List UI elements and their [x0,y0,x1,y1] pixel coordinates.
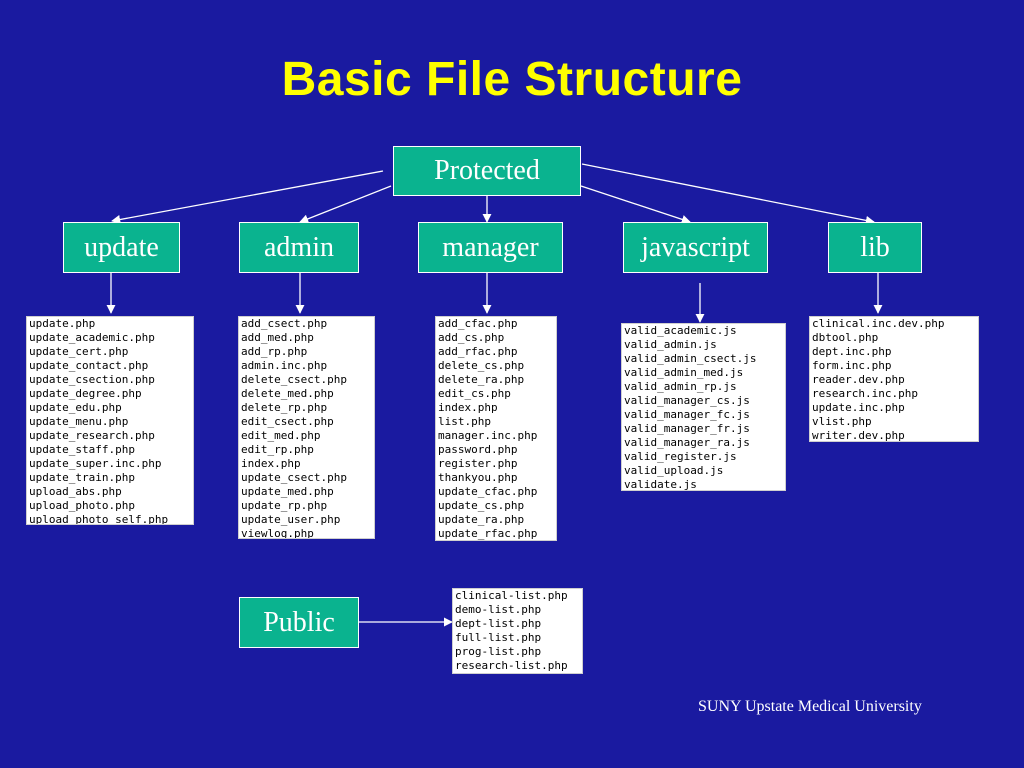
file-item: upload_photo.php [29,499,135,512]
file-item: research.inc.php [812,387,918,400]
file-item: dept.inc.php [812,345,892,358]
file-item: add_rp.php [241,345,308,358]
file-item: update_rfac.php [438,527,538,540]
file-item: update_med.php [241,485,334,498]
file-item: validate.js [624,478,697,491]
file-item: valid_admin_csect.js [624,352,757,365]
file-item: edit_csect.php [241,415,334,428]
file-item: update_research.php [29,429,155,442]
file-item: delete_csect.php [241,373,347,386]
file-item: edit_rp.php [241,443,314,456]
file-item: add_cfac.php [438,317,518,330]
file-item: update_train.php [29,471,135,484]
file-item: update.inc.php [812,401,905,414]
file-item: add_rfac.php [438,345,518,358]
arrow-protected-update [111,170,384,224]
file-item: reader.dev.php [812,373,905,386]
file-item: index.php [241,457,301,470]
file-item: add_cs.php [438,331,505,344]
file-item: update_cfac.php [438,485,538,498]
file-item: update_csect.php [241,471,347,484]
file-item: edit_cs.php [438,387,511,400]
file-item: valid_manager_cs.js [624,394,750,407]
file-item: valid_register.js [624,450,737,463]
file-item: index.php [438,401,498,414]
file-item: thankyou.php [438,471,518,484]
slide-title: Basic File Structure [281,53,743,106]
file-item: vlist.php [812,415,872,428]
file-item: update_menu.php [29,415,129,428]
node-protected: Protected [393,146,581,196]
footer-credit: SUNY Upstate Medical University [698,698,922,715]
file-item: valid_admin_med.js [624,366,744,379]
file-item: viewlog.php [241,527,314,539]
file-item: update_academic.php [29,331,155,344]
file-item: valid_manager_ra.js [624,436,750,449]
file-item: update_contact.php [29,359,149,372]
file-item: valid_admin_rp.js [624,380,737,393]
file-item: update_ra.php [438,513,525,526]
file-item: register.php [438,457,518,470]
file-item: update_edu.php [29,401,122,414]
file-item: update_super.inc.php [29,457,162,470]
file-item: prog-list.php [455,645,542,658]
file-item: dbtool.php [812,331,879,344]
file-item: upload_photo_self.php [29,513,169,525]
node-lib: lib [828,222,922,273]
arrow-protected-javascript [580,185,691,224]
file-item: admin.inc.php [241,359,328,372]
file-item: update_csection.php [29,373,155,386]
file-item: valid_upload.js [624,464,724,477]
file-item: add_csect.php [241,317,328,330]
node-public: Public [239,597,359,648]
file-item: delete_med.php [241,387,334,400]
file-item: upload_abs.php [29,485,122,498]
file-item: form.inc.php [812,359,892,372]
file-item: update_rp.php [241,499,328,512]
file-item: valid_admin.js [624,338,717,351]
file-item: writer.dev.php [812,429,905,442]
node-update: update [63,222,180,273]
file-item: update_staff.php [29,443,135,456]
node-admin: admin [239,222,359,273]
file-item: add_med.php [241,331,314,344]
file-item: valid_manager_fc.js [624,408,750,421]
node-javascript: javascript [623,222,768,273]
arrow-protected-admin [299,185,392,224]
node-manager: manager [418,222,563,273]
file-item: demo-list.php [455,603,542,616]
file-item: update_degree.php [29,387,142,400]
file-item: list.php [438,415,491,428]
file-item: edit_med.php [241,429,321,442]
file-item: research-list.php [455,659,568,672]
file-item: delete_rp.php [241,401,328,414]
file-item: valid_academic.js [624,324,737,337]
file-item: clinical-list.php [455,589,568,602]
file-item: manager.inc.php [438,429,538,442]
file-item: valid_manager_fr.js [624,422,750,435]
arrow-protected-lib [581,163,875,225]
file-item: update_cs.php [438,499,525,512]
file-item: full-list.php [455,631,542,644]
file-item: dept-list.php [455,617,542,630]
file-item: delete_cs.php [438,359,525,372]
file-item: delete_ra.php [438,373,525,386]
file-item: password.php [438,443,518,456]
file-item: clinical.inc.dev.php [812,317,945,330]
file-item: update_user.php [241,513,341,526]
file-item: update_cert.php [29,345,129,358]
file-item: update.php [29,317,96,330]
